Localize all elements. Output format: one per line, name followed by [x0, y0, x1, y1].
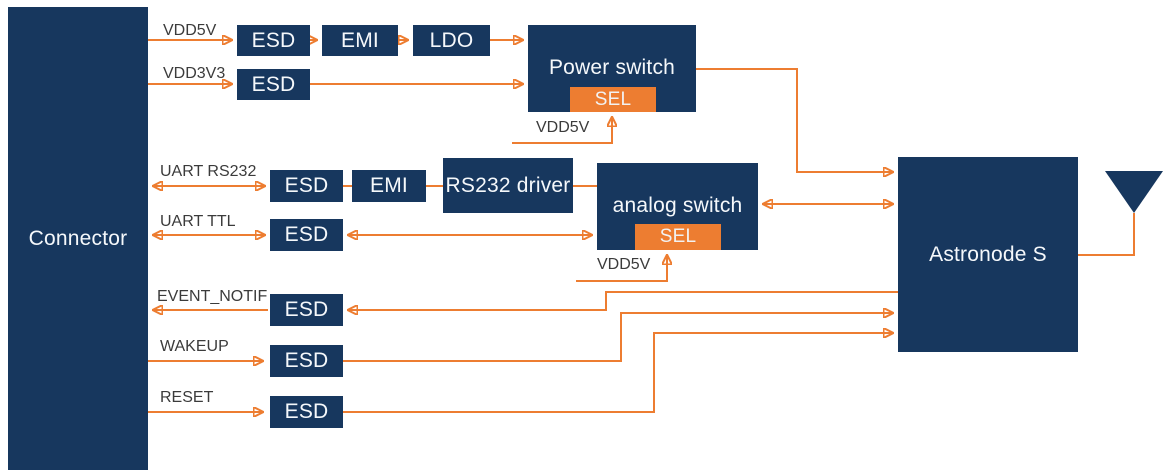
astronode-block: Astronode S	[898, 157, 1078, 352]
signal-label-uart-rs232: UART RS232	[160, 163, 257, 180]
esd-block-wakeup: ESD	[270, 345, 343, 377]
esd-block-uart-ttl: ESD	[270, 219, 343, 251]
esd-block-vdd3v3: ESD	[237, 69, 310, 100]
analog-switch-label: analog switch	[612, 194, 743, 217]
analog-switch-block: analog switch SEL	[597, 163, 758, 250]
esd-label: ESD	[284, 223, 329, 246]
wire-astronode-antenna	[1078, 213, 1135, 256]
esd-label: ESD	[284, 400, 329, 423]
esd-label: ESD	[251, 72, 296, 96]
emi-label: EMI	[370, 174, 408, 197]
signal-label-vdd3v3: VDD3V3	[163, 65, 226, 82]
sel-label: SEL	[659, 226, 697, 247]
wire-event-notif-astronode-esd	[349, 291, 898, 310]
signal-label-vdd5v: VDD5V	[163, 22, 217, 39]
esd-label: ESD	[284, 349, 329, 372]
signal-label-wakeup: WAKEUP	[160, 338, 229, 355]
emi-label: EMI	[341, 28, 379, 52]
signal-label-vdd5v-analog-sel: VDD5V	[597, 256, 651, 273]
esd-block-uart-rs232: ESD	[270, 170, 343, 202]
esd-label: ESD	[251, 28, 296, 52]
ldo-label: LDO	[429, 28, 474, 52]
power-switch-block: Power switch SEL	[528, 25, 696, 112]
signal-label-event-notif: EVENT_NOTIF	[157, 288, 268, 305]
analog-switch-sel-badge: SEL	[635, 224, 721, 250]
emi-block-uart-rs232: EMI	[352, 170, 426, 202]
astronode-label: Astronode S	[929, 242, 1047, 266]
wire-vdd5v-analog-switch-sel	[576, 256, 667, 282]
esd-block-vdd5v: ESD	[237, 25, 310, 56]
rs232-driver-label: RS232 driver	[445, 173, 571, 197]
wire-power-switch-astronode	[696, 68, 892, 172]
signal-label-reset: RESET	[160, 389, 214, 406]
rs232-driver-block: RS232 driver	[443, 158, 573, 213]
signal-label-uart-ttl: UART TTL	[160, 213, 236, 230]
esd-label: ESD	[284, 298, 329, 321]
antenna-icon	[1105, 171, 1163, 213]
connector-label: Connector	[28, 226, 128, 250]
emi-block-vdd5v: EMI	[322, 25, 398, 56]
wire-wakeup-esd-astronode	[343, 313, 892, 362]
esd-block-reset: ESD	[270, 396, 343, 428]
power-switch-sel-badge: SEL	[570, 87, 656, 112]
signal-label-vdd5v-power-sel: VDD5V	[536, 119, 590, 136]
wire-reset-esd-astronode	[343, 333, 892, 413]
ldo-block: LDO	[413, 25, 490, 56]
sel-label: SEL	[594, 88, 632, 110]
power-switch-label: Power switch	[548, 56, 676, 79]
wire-vdd5v-power-switch-sel	[512, 118, 612, 144]
connector-block: Connector	[8, 7, 148, 470]
esd-label: ESD	[284, 174, 329, 197]
esd-block-event-notif: ESD	[270, 294, 343, 326]
